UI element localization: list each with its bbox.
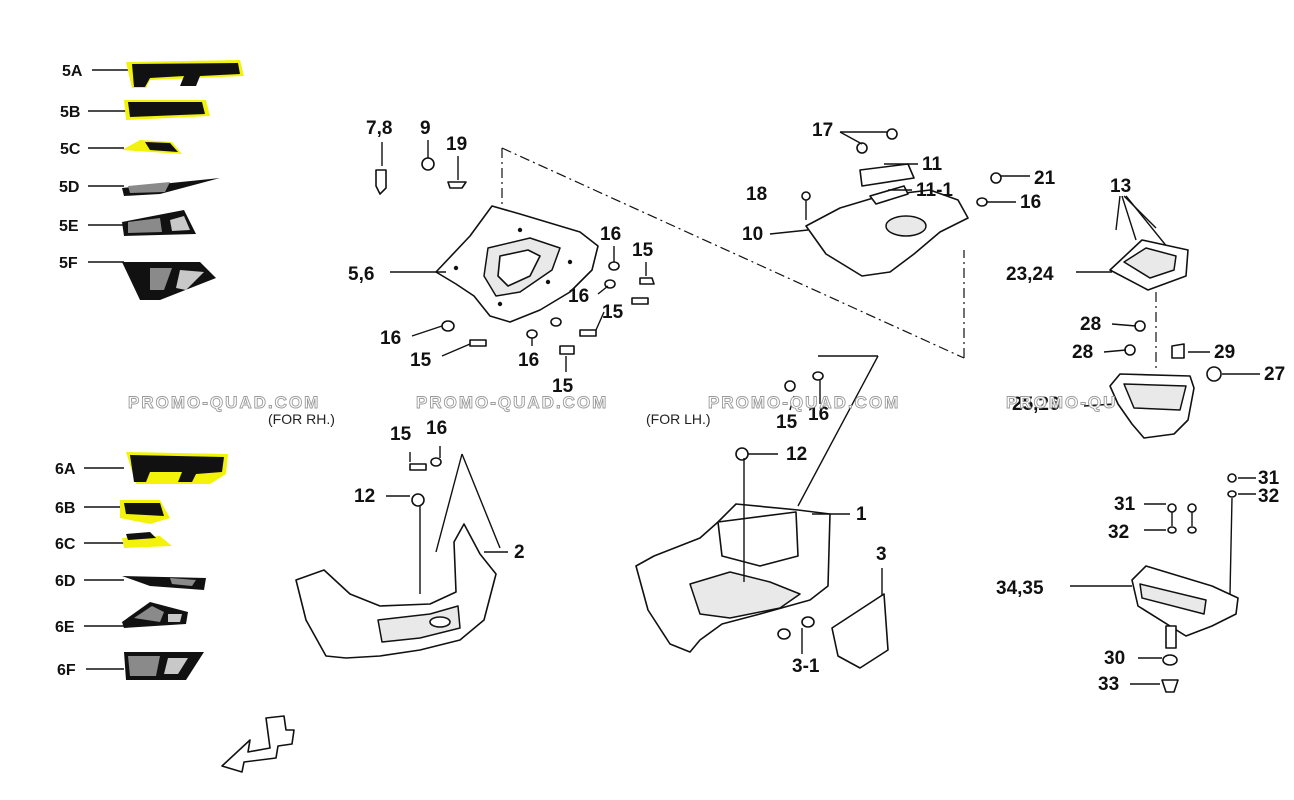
center-panel-assembly: [769, 128, 1030, 277]
decal-6f-graphic: [124, 652, 204, 680]
callout-33: 33: [1098, 674, 1119, 695]
callout-17: 17: [812, 120, 833, 141]
decal-6a-graphic: [126, 452, 228, 484]
decal-label-6e: 6E: [55, 619, 75, 636]
watermark-4: PROMO-QU: [1006, 393, 1117, 412]
callout-10: 10: [742, 224, 763, 245]
decal-group-5: 5A 5B 5C 5D 5E 5F: [59, 60, 244, 300]
callout-2: 2: [514, 542, 525, 563]
decal-group-6: 6A 6B 6C 6D 6E 6F: [55, 452, 228, 680]
callout-16c: 16: [380, 328, 401, 349]
callout-9: 9: [420, 118, 431, 139]
front-arrow-icon: [221, 715, 295, 773]
callout-labels: 7,8 9 19 5,6 16 15 16 15 16 15 16 15 17 …: [348, 118, 1285, 695]
callout-15c: 15: [410, 350, 432, 371]
callout-31: 31: [1258, 468, 1280, 489]
decal-label-5c: 5C: [60, 141, 81, 158]
callout-12a: 12: [354, 486, 375, 507]
callout-15d: 15: [552, 376, 574, 397]
decal-label-5b: 5B: [60, 104, 80, 121]
callout-13: 13: [1110, 176, 1131, 197]
callout-23-24: 23,24: [1006, 264, 1054, 285]
callout-15e: 15: [390, 424, 412, 445]
decal-6c-graphic: [122, 532, 172, 548]
watermark-2: PROMO-QUAD.COM: [416, 393, 608, 412]
callout-32b: 32: [1108, 522, 1129, 543]
decal-5a-graphic: [126, 60, 244, 88]
watermark-1: PROMO-QUAD.COM: [128, 393, 320, 412]
footrest-rh-assembly: [295, 446, 508, 659]
callout-3: 3: [876, 544, 887, 565]
callout-15a: 15: [632, 240, 654, 261]
callout-3-1: 3-1: [792, 656, 820, 677]
callout-16g: 16: [808, 404, 829, 425]
decal-label-5d: 5D: [59, 179, 79, 196]
callout-16e: 16: [1020, 192, 1041, 213]
callout-27: 27: [1264, 364, 1285, 385]
decal-6e-graphic: [122, 602, 188, 628]
decal-label-6d: 6D: [55, 573, 75, 590]
front-side-cover-assembly: [375, 140, 655, 372]
decal-label-6b: 6B: [55, 500, 75, 517]
decal-label-5a: 5A: [62, 63, 83, 80]
footrest-lh-assembly: [635, 355, 889, 669]
callout-16f: 16: [426, 418, 447, 439]
bracket-assembly: [1070, 473, 1256, 693]
decal-label-5f: 5F: [59, 255, 78, 272]
callout-25-26: 25,26: [1012, 394, 1060, 415]
note-for-lh: (FOR LH.): [646, 411, 711, 427]
decal-label-6a: 6A: [55, 461, 76, 478]
callout-15b: 15: [602, 302, 624, 323]
callout-16a: 16: [600, 224, 621, 245]
callout-5-6: 5,6: [348, 264, 374, 285]
battery-box-assembly: [1076, 195, 1260, 439]
callout-19: 19: [446, 134, 467, 155]
callout-29: 29: [1214, 342, 1235, 363]
watermark-3: PROMO-QUAD.COM: [708, 393, 900, 412]
callout-34-35: 34,35: [996, 578, 1044, 599]
decal-label-6f: 6F: [57, 662, 76, 679]
decal-label-6c: 6C: [55, 536, 76, 553]
callout-11: 11: [922, 154, 943, 175]
callout-7-8: 7,8: [366, 118, 392, 139]
decal-6b-graphic: [120, 500, 170, 524]
callout-16b: 16: [568, 286, 589, 307]
watermark-row: PROMO-QUAD.COM PROMO-QUAD.COM PROMO-QUAD…: [128, 393, 1117, 413]
callout-18: 18: [746, 184, 767, 205]
callout-12b: 12: [786, 444, 807, 465]
callout-28a: 28: [1080, 314, 1101, 335]
decal-5d-graphic: [122, 178, 220, 196]
note-for-rh: (FOR RH.): [268, 411, 335, 427]
decal-label-5e: 5E: [59, 218, 79, 235]
callout-32: 32: [1258, 486, 1279, 507]
decal-5f-graphic: [122, 262, 216, 300]
decal-5b-graphic: [124, 100, 210, 120]
callout-16d: 16: [518, 350, 539, 371]
callout-30: 30: [1104, 648, 1125, 669]
callout-1: 1: [856, 504, 867, 525]
callout-31b: 31: [1114, 494, 1136, 515]
decal-5e-graphic: [122, 210, 196, 236]
callout-15f: 15: [776, 412, 798, 433]
callout-11-1: 11-1: [916, 180, 953, 201]
decal-5c-graphic: [122, 140, 182, 154]
decal-6d-graphic: [122, 576, 206, 590]
callout-21: 21: [1034, 168, 1056, 189]
callout-28b: 28: [1072, 342, 1093, 363]
assembly-line: [501, 147, 965, 359]
